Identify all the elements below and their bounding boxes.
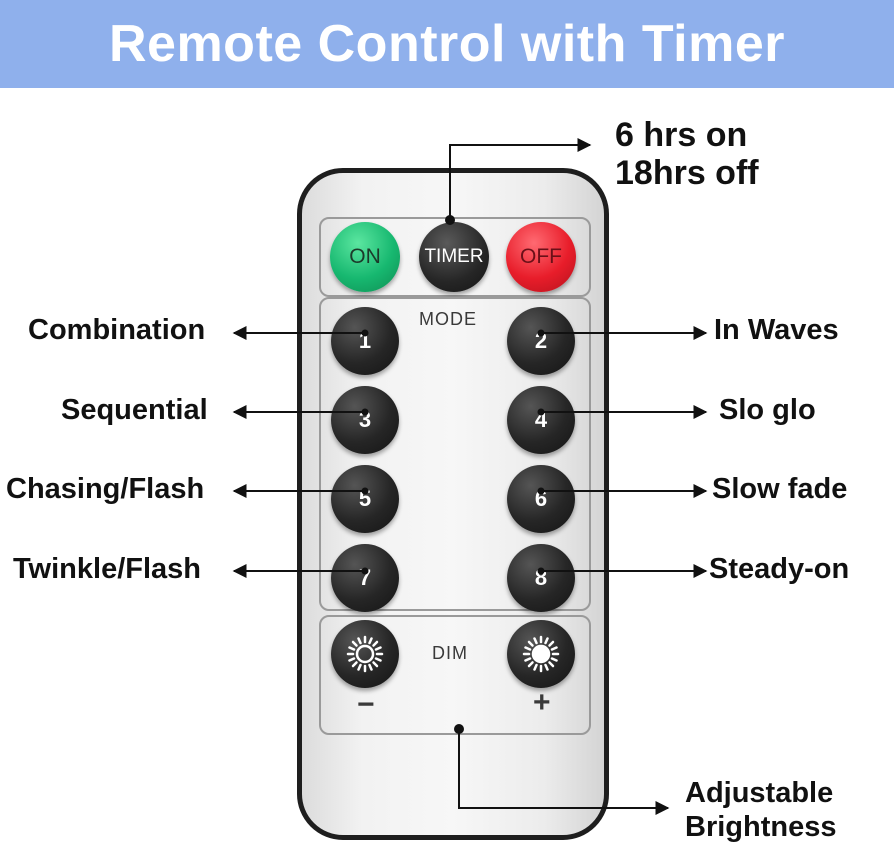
timer-callout: 6 hrs on 18hrs off [615,116,759,192]
dim-down-button[interactable] [331,620,399,688]
dim-panel [319,615,591,735]
mode-6-label: Slow fade [712,473,848,505]
mode-3-label: Sequential [61,394,208,426]
mode-7-label: Twinkle/Flash [13,553,202,585]
mode-2-button[interactable]: 2 [507,307,575,375]
mode-5-button[interactable]: 5 [331,465,399,533]
mode-panel [319,297,591,611]
minus-sign: − [357,688,375,721]
timer-callout-line2: 18hrs off [615,154,759,192]
dim-callout-line2: Brightness [685,811,837,843]
power-panel [319,217,591,297]
timer-callout-line1: 6 hrs on [615,116,748,154]
title-banner: Remote Control with Timer [0,0,894,88]
sun-bright-icon [522,635,560,673]
timer-arrow [449,138,592,220]
dim-up-button[interactable] [507,620,575,688]
plus-sign: + [533,686,551,719]
mode-4-button[interactable]: 4 [507,386,575,454]
dim-arrow [458,729,670,815]
mode-5-label: Chasing/Flash [6,473,205,505]
sun-dim-icon [346,635,384,673]
on-button[interactable]: ON [330,222,400,292]
mode-8-label: Steady-on [709,553,850,585]
mode-1-button[interactable]: 1 [331,307,399,375]
dim-label: DIM [432,643,468,663]
dim-callout: Adjustable Brightness [685,776,836,844]
banner-title: Remote Control with Timer [108,15,786,73]
mode-3-button[interactable]: 3 [331,386,399,454]
mode-4-label: Slo glo [719,394,816,426]
mode-label: MODE [419,309,477,329]
mode-1-label: Combination [28,314,206,346]
off-button[interactable]: OFF [506,222,576,292]
remote-control: ON TIMER OFF MODE 1 2 3 4 5 6 7 8 DIM [297,168,609,840]
timer-button[interactable]: TIMER [419,222,489,292]
dim-callout-line1: Adjustable [685,777,834,809]
mode-6-button[interactable]: 6 [507,465,575,533]
mode-2-label: In Waves [714,314,839,346]
